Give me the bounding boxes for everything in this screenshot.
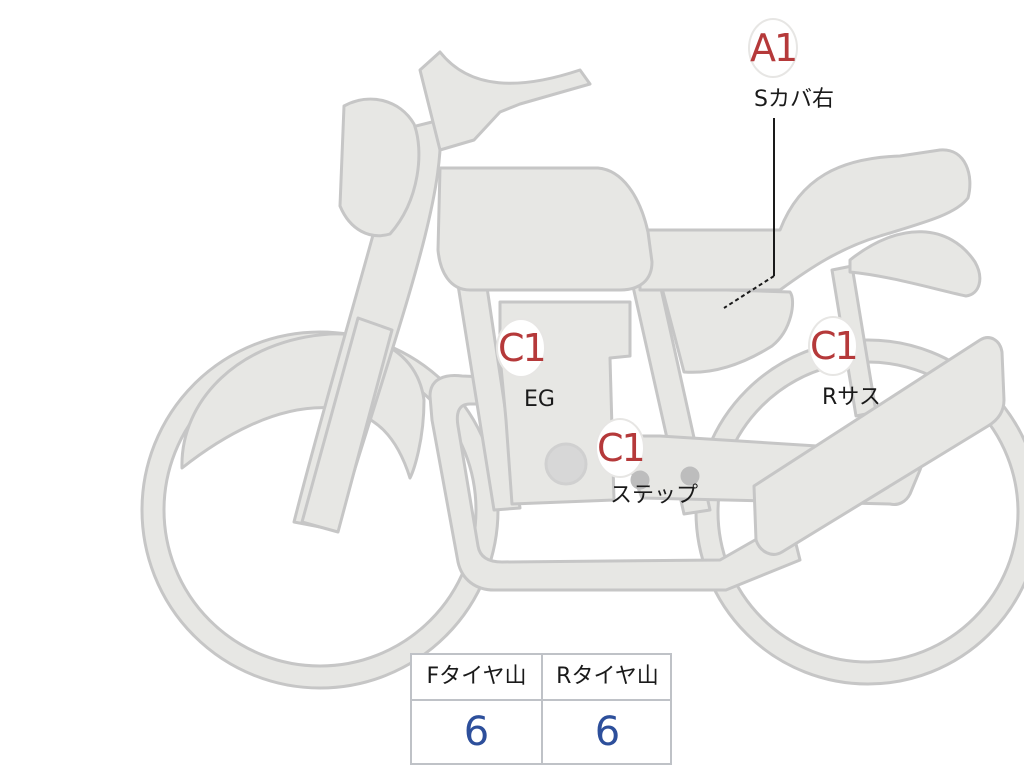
c1-rsus-grade-badge: C1	[808, 316, 859, 376]
headlight	[338, 97, 421, 238]
seat	[638, 148, 972, 292]
footpeg	[680, 466, 700, 486]
a1-leader-dashed	[723, 275, 775, 309]
muffler	[752, 336, 1006, 556]
engine-cover	[544, 442, 588, 486]
c1-step-label: ステップ	[610, 483, 699, 508]
a1-label: Sカバ右	[754, 87, 834, 112]
front-tire-value: 6	[463, 709, 490, 755]
fork-guard	[300, 316, 394, 534]
rear-tire-header: Rタイヤ山	[543, 655, 672, 701]
footpeg	[630, 470, 650, 490]
rear-tire-value: 6	[594, 709, 621, 755]
a1-grade-badge: A1	[748, 18, 798, 78]
front-tire-column: Fタイヤ山 6	[412, 655, 543, 763]
handlebar	[418, 50, 592, 152]
rear-tire-column: Rタイヤ山 6	[543, 655, 672, 763]
c1-rsus-label: Rサス	[822, 385, 881, 410]
fuel-tank	[436, 166, 654, 292]
rear-subframe	[848, 230, 982, 298]
c1-eg-grade-badge: C1	[496, 318, 547, 378]
exhaust-pipe	[428, 374, 802, 592]
front-tire-header: Fタイヤ山	[412, 655, 541, 701]
c1-eg-label: EG	[524, 387, 555, 412]
tire-tread-table: Fタイヤ山 6 Rタイヤ山 6	[410, 653, 672, 765]
side-cover	[660, 286, 794, 374]
c1-step-grade-badge: C1	[595, 418, 646, 478]
